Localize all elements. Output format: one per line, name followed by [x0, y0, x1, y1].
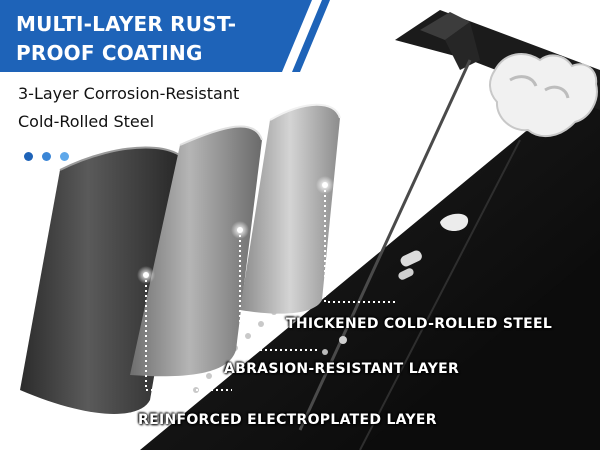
callout-markers	[137, 176, 334, 284]
headline-line-2: PROOF COATING	[16, 41, 203, 65]
coating-layers	[20, 103, 341, 414]
headline-line-1: MULTI-LAYER RUST-	[16, 12, 237, 36]
dot-icon	[42, 152, 51, 161]
subtitle-line-1: 3-Layer Corrosion-Resistant	[18, 84, 240, 103]
callout-label-abrasion-resistant: ABRASION-RESISTANT LAYER	[224, 361, 460, 377]
headline: MULTI-LAYER RUST- PROOF COATING	[16, 10, 316, 68]
mounting-slot-icon	[440, 213, 469, 231]
callout-label-cold-rolled-steel: THICKENED COLD-ROLLED STEEL	[286, 316, 553, 332]
callout-leaders	[145, 185, 395, 391]
callout-label-electroplated: REINFORCED ELECTROPLATED LAYER	[138, 412, 437, 428]
plastic-bumper	[489, 53, 598, 138]
subtitle: 3-Layer Corrosion-Resistant Cold-Rolled …	[18, 80, 239, 136]
dot-icon	[24, 152, 33, 161]
pagination-dots	[24, 146, 78, 165]
title-banner	[0, 0, 338, 72]
steel-rail	[140, 10, 600, 450]
subtitle-line-2: Cold-Rolled Steel	[18, 112, 155, 131]
dot-icon	[60, 152, 69, 161]
